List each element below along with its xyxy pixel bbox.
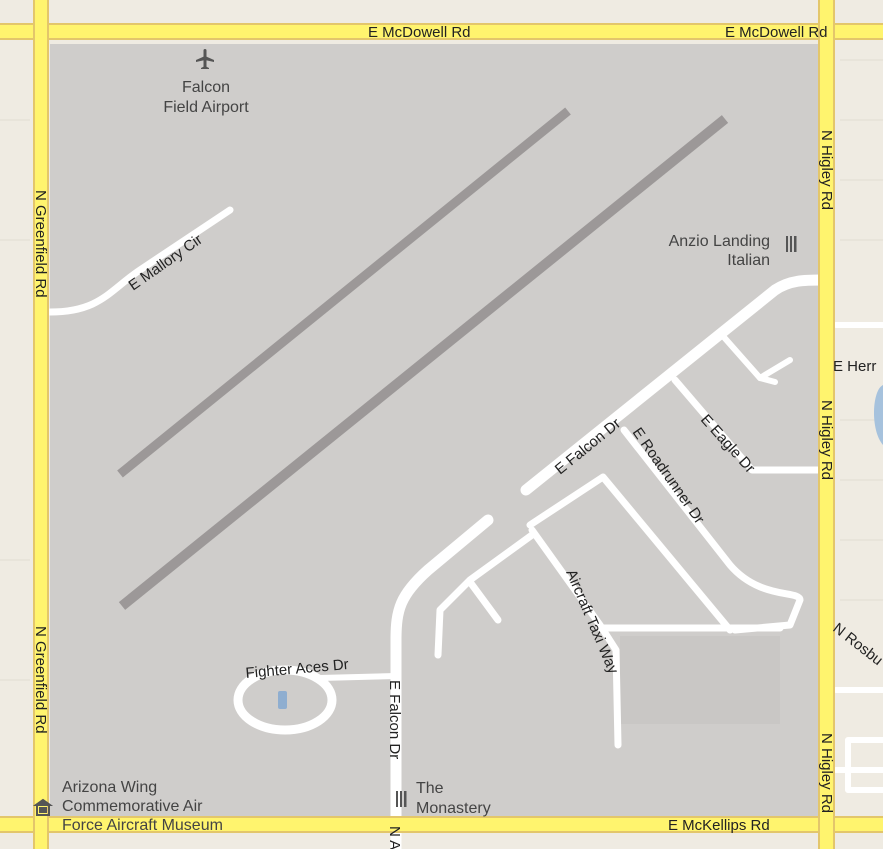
label-n-higley-rd-top: N Higley Rd	[818, 130, 835, 210]
label-e-mckellips-rd: E McKellips Rd	[668, 817, 770, 834]
restaurant-icon	[396, 791, 407, 807]
residential-parcels	[0, 59, 883, 681]
label-n-a: N A	[386, 826, 403, 849]
pond	[278, 691, 287, 709]
anzio-name-line2: Italian	[727, 252, 770, 269]
poi-the-monastery[interactable]: The Monastery	[396, 780, 491, 817]
water-body	[873, 385, 883, 445]
label-n-higley-rd-mid: N Higley Rd	[818, 400, 835, 480]
museum-icon	[32, 798, 54, 816]
runway-north	[117, 107, 571, 478]
runway-south	[118, 115, 729, 610]
label-e-falcon-dr-vert: E Falcon Dr	[386, 680, 403, 759]
lower-tarmac	[398, 724, 623, 752]
minor-roads	[46, 206, 883, 849]
museum-name-line3: Force Aircraft Museum	[62, 817, 223, 834]
label-e-mcdowell-rd-left: E McDowell Rd	[368, 24, 471, 41]
monastery-name-line1: The	[416, 780, 444, 797]
monastery-name-line2: Monastery	[416, 800, 491, 817]
museum-name-line1: Arizona Wing	[62, 779, 157, 796]
poi-aircraft-museum[interactable]: Arizona Wing Commemorative Air Force Air…	[32, 779, 223, 834]
poi-falcon-field-airport[interactable]: Falcon Field Airport	[163, 49, 249, 116]
poi-anzio-landing[interactable]: Anzio Landing Italian	[669, 233, 797, 269]
airport-name-line2: Field Airport	[163, 99, 249, 116]
airport-name-line1: Falcon	[182, 79, 230, 96]
label-n-greenfield-rd-bottom: N Greenfield Rd	[32, 626, 49, 734]
label-n-greenfield-rd-top: N Greenfield Rd	[32, 190, 49, 298]
anzio-name-line1: Anzio Landing	[669, 233, 770, 250]
museum-name-line2: Commemorative Air	[62, 798, 203, 815]
label-e-herr: E Herr	[833, 358, 876, 375]
restaurant-icon	[786, 236, 797, 252]
parking-area	[620, 636, 780, 724]
airplane-icon	[196, 49, 214, 69]
label-n-higley-rd-bottom: N Higley Rd	[818, 733, 835, 813]
label-e-mcdowell-rd-right: E McDowell Rd	[725, 24, 828, 41]
